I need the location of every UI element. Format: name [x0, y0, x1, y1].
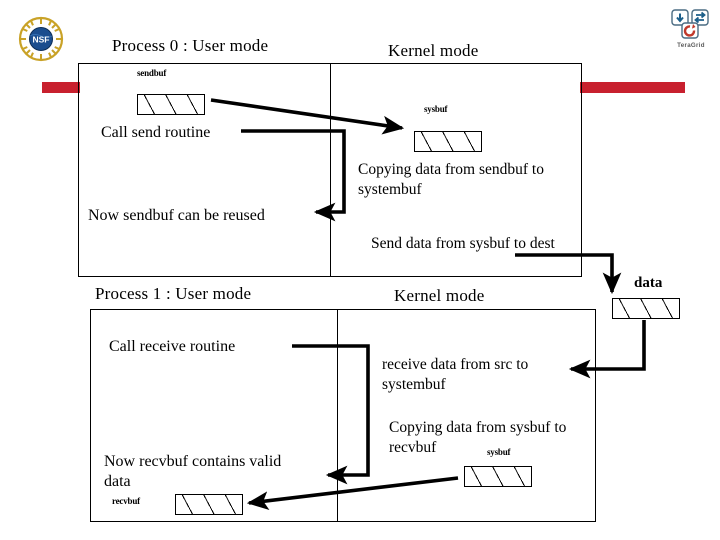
process0-user-title: Process 0 : User mode: [112, 36, 269, 55]
process0-sysbuf-label: sysbuf: [424, 104, 448, 114]
process1-kernel-title: Kernel mode: [394, 286, 485, 305]
receive-src-to-systembuf-label: receive data from src to systembuf: [382, 356, 529, 393]
nsf-logo: NSF: [16, 14, 66, 64]
send-sysbuf-to-dest-label: Send data from sysbuf to dest: [371, 235, 555, 252]
data-label: data: [634, 275, 663, 291]
nsf-logo-text: NSF: [33, 35, 50, 45]
call-receive-routine-label: Call receive routine: [109, 338, 236, 355]
copy-sendbuf-to-systembuf-label: Copying data from sendbuf to systembuf: [358, 161, 544, 198]
teragrid-logo: TeraGrid: [668, 8, 714, 52]
process0-sysbuf-buffer: [414, 131, 482, 152]
recvbuf-valid-label: Now recvbuf contains valid data: [104, 453, 282, 490]
accent-bar-left: [42, 82, 80, 93]
process1-user-title: Process 1 : User mode: [95, 284, 252, 303]
sendbuf-reused-label: Now sendbuf can be reused: [88, 207, 265, 224]
teragrid-logo-text: TeraGrid: [677, 42, 705, 49]
call-send-routine-label: Call send routine: [101, 124, 211, 141]
recvbuf-label: recvbuf: [112, 496, 140, 506]
sendbuf-buffer: [137, 94, 205, 115]
recvbuf-buffer: [175, 494, 243, 515]
process1-sysbuf-buffer: [464, 466, 532, 487]
sendbuf-label: sendbuf: [137, 68, 167, 78]
process1-mode-divider: [337, 309, 338, 522]
process1-panel: [90, 309, 596, 522]
copy-sysbuf-to-recvbuf-label: Copying data from sysbuf to recvbuf: [389, 419, 567, 456]
process1-sysbuf-label: sysbuf: [487, 447, 511, 457]
accent-bar-right: [580, 82, 685, 93]
data-buffer: [612, 298, 680, 319]
process0-kernel-title: Kernel mode: [388, 41, 479, 60]
process0-mode-divider: [330, 63, 331, 277]
